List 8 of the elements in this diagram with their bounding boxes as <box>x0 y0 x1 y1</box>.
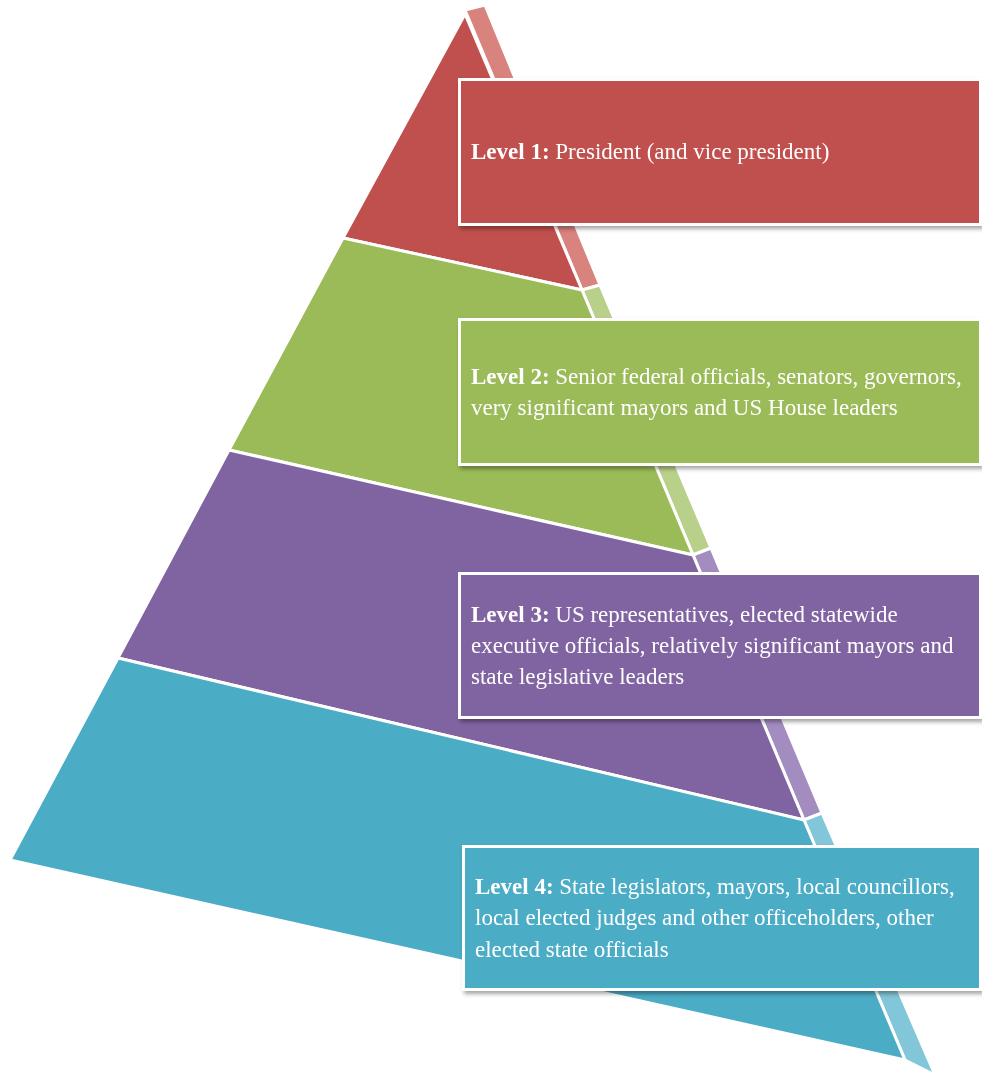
level-description: Level 3: US representatives, elected statewide executive officials, relatively significant mayors and state legislative leaders <box>471 600 955 691</box>
level-description: Level 4: State legislators, mayors, local councillors, local elected judges and other officeholders, other elected state officials <box>475 873 956 964</box>
level-box <box>462 845 982 991</box>
level-box <box>458 318 982 466</box>
level-box <box>458 572 982 719</box>
level-description: Level 1: President (and vice president) <box>471 138 830 167</box>
level-description: Level 2: Senior federal officials, senators, governors, very significant mayors and US House leaders <box>471 362 963 422</box>
level-box <box>458 78 982 226</box>
